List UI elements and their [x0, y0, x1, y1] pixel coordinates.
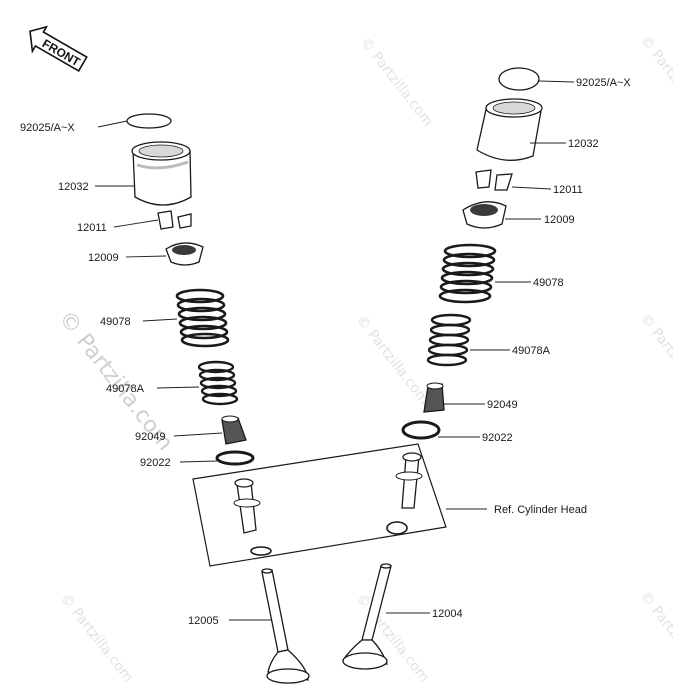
- right-keepers: [475, 169, 513, 191]
- left-tappet: [131, 141, 192, 206]
- watermark-faint-1: © Partzilla.com: [357, 35, 436, 130]
- label-left-49078a: 49078A: [106, 383, 145, 395]
- cylinder-head-plate: [192, 443, 487, 567]
- left-valve-stack: [126, 113, 310, 684]
- left-shim: [126, 113, 172, 129]
- label-left-12032: 12032: [58, 181, 89, 193]
- right-inner-spring: [426, 313, 472, 367]
- left-retainer: [165, 242, 204, 266]
- label-left-92049: 92049: [135, 431, 166, 443]
- watermark-faint-4: © Partzilla.com: [57, 591, 136, 686]
- front-arrow-icon: FRONT: [29, 25, 88, 73]
- left-valve-seat: [250, 546, 272, 556]
- watermark-group: © Partzilla.com © Partzilla.com © Partzi…: [53, 33, 673, 686]
- label-left-92025: 92025/A~X: [20, 122, 75, 134]
- label-right-49078: 49078: [533, 277, 564, 289]
- right-valve-stack: [341, 67, 543, 670]
- label-right-12004: 12004: [432, 608, 463, 620]
- right-leader-lines: [386, 80, 575, 614]
- right-outer-spring: [438, 243, 497, 304]
- label-left-92022: 92022: [140, 457, 171, 469]
- label-reference-cylinder-head: Ref. Cylinder Head: [494, 504, 587, 516]
- left-stem-seal: [221, 415, 247, 445]
- left-keepers: [157, 210, 192, 230]
- left-valve-guide: [233, 478, 261, 534]
- right-tappet: [476, 98, 543, 161]
- label-left-12011: 12011: [77, 222, 107, 234]
- left-leader-lines: [95, 120, 271, 621]
- label-right-12011: 12011: [553, 184, 583, 196]
- right-valve-guide: [395, 452, 423, 509]
- watermark-faint-2: © Partzilla.com: [353, 313, 432, 408]
- right-retainer: [462, 201, 507, 229]
- label-right-92022: 92022: [482, 432, 513, 444]
- left-valve-12005: [261, 568, 310, 684]
- left-outer-spring: [175, 288, 230, 348]
- right-spring-seat: [401, 420, 441, 440]
- watermark-faint-6: © Partzilla.com: [637, 311, 673, 406]
- left-inner-spring: [197, 360, 239, 406]
- left-spring-seat: [215, 450, 255, 466]
- label-right-12009: 12009: [544, 214, 575, 226]
- label-right-92025: 92025/A~X: [576, 77, 631, 89]
- watermark-faint-7: © Partzilla.com: [637, 589, 673, 684]
- label-right-49078a: 49078A: [512, 345, 551, 357]
- right-valve-seat: [386, 521, 408, 535]
- right-shim: [498, 67, 540, 91]
- watermark-faint-5: © Partzilla.com: [637, 33, 673, 128]
- right-stem-seal: [423, 382, 445, 413]
- label-left-49078: 49078: [100, 316, 131, 328]
- label-right-92049: 92049: [487, 399, 518, 411]
- label-left-12009: 12009: [88, 252, 119, 264]
- label-left-12005: 12005: [188, 615, 219, 627]
- right-valve-12004: [341, 563, 392, 670]
- label-right-12032: 12032: [568, 138, 599, 150]
